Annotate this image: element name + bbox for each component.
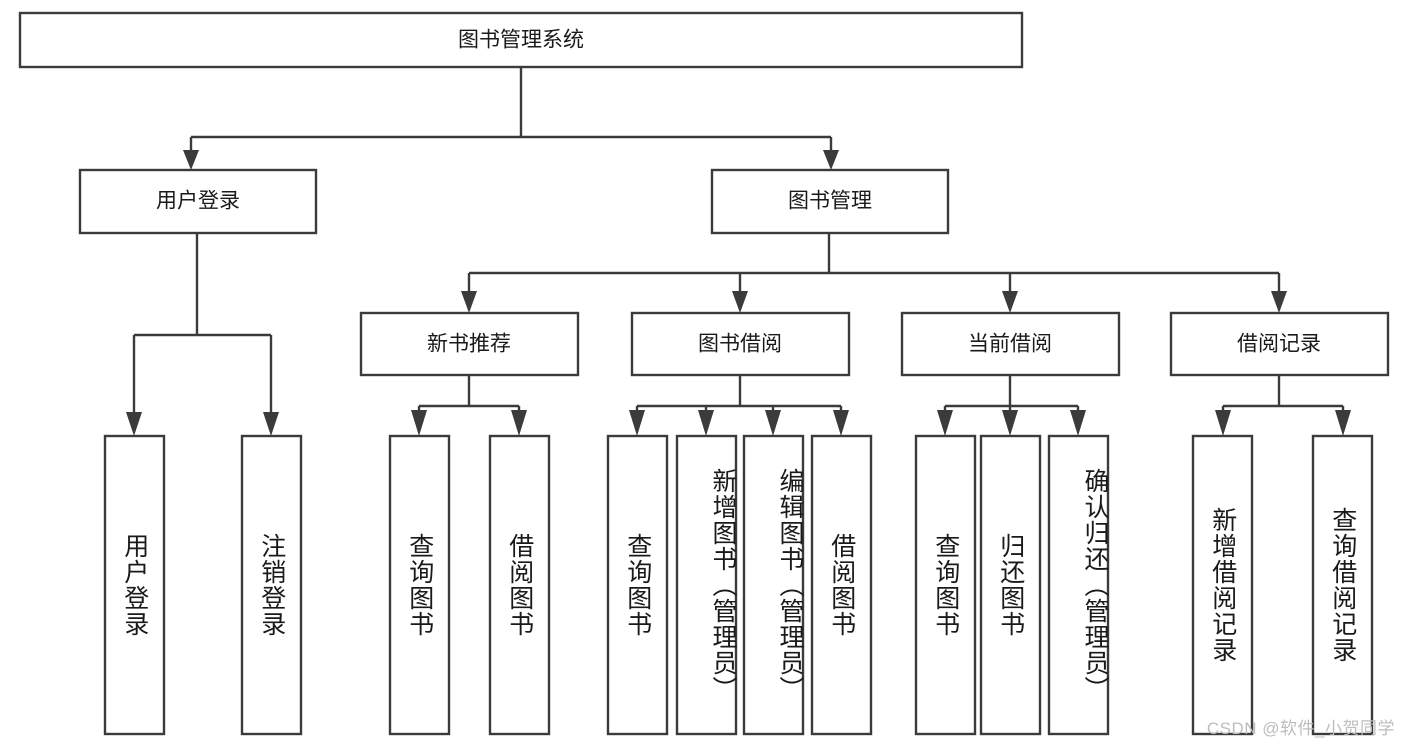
arrow-cb-leaf3 [1070,410,1086,436]
leaf-bb-add-book-box[interactable] [675,434,738,736]
arrow-br-leaf1 [1215,410,1231,436]
node-user-login-label: 用户登录 [156,190,240,213]
node-current-borrow-label: 当前借阅 [968,333,1052,356]
node-book-borrow-label: 图书借阅 [698,333,782,356]
arrow-bb-leaf1 [629,410,645,436]
leaf-logout-box[interactable] [240,434,303,736]
node-book-manage-label: 图书管理 [788,190,872,213]
connector-group [126,67,1351,436]
leaf-cb-query-book-box[interactable] [914,434,977,736]
node-borrow-record-box[interactable] [1169,311,1390,377]
leaf-br-query-record-box[interactable] [1311,434,1374,736]
node-book-borrow-box[interactable] [630,311,851,377]
arrow-newbook-leaf2 [511,410,527,436]
leaf-user-login-box[interactable] [103,434,166,736]
node-group: 图书管理系统 用户登录 图书管理 新书推荐 图书借阅 当前借阅 借阅记录 [18,11,1390,736]
leaf-bb-edit-book-box[interactable] [742,434,805,736]
arrow-bookborrow [732,291,748,313]
leaf-bb-query-book-box[interactable] [606,434,669,736]
node-current-borrow-box[interactable] [900,311,1121,377]
leaf-nb-query-book-box[interactable] [388,434,451,736]
leaf-cb-confirm-return-box[interactable] [1047,434,1110,736]
node-root-box[interactable] [18,11,1024,69]
csdn-watermark: CSDN @软件_小贺同学 [1206,719,1395,738]
leaf-cb-return-book-box[interactable] [979,434,1042,736]
arrow-borrowrecord [1271,291,1287,313]
node-user-login-box[interactable] [78,168,318,235]
arrow-bb-leaf2 [698,410,714,436]
arrow-bb-leaf3 [765,410,781,436]
leaf-br-add-record-box[interactable] [1191,434,1254,736]
arrow-user-login [183,150,199,170]
arrow-newbook [461,291,477,313]
arrow-br-leaf2 [1335,410,1351,436]
arrow-book-manage [823,150,839,170]
arrow-cb-leaf1 [937,410,953,436]
arrow-currentborrow [1002,291,1018,313]
node-new-book-box[interactable] [359,311,580,377]
arrow-newbook-leaf1 [411,410,427,436]
node-book-manage-box[interactable] [710,168,950,235]
arrow-bb-leaf4 [833,410,849,436]
arrow-leaf-user-login [126,412,142,436]
node-new-book-label: 新书推荐 [427,333,511,356]
arrow-cb-leaf2 [1002,410,1018,436]
node-borrow-record-label: 借阅记录 [1237,333,1321,356]
leaf-nb-borrow-book-box[interactable] [488,434,551,736]
leaf-bb-borrow-book-box[interactable] [810,434,873,736]
arrow-leaf-logout [263,412,279,436]
node-root-label: 图书管理系统 [458,29,584,52]
